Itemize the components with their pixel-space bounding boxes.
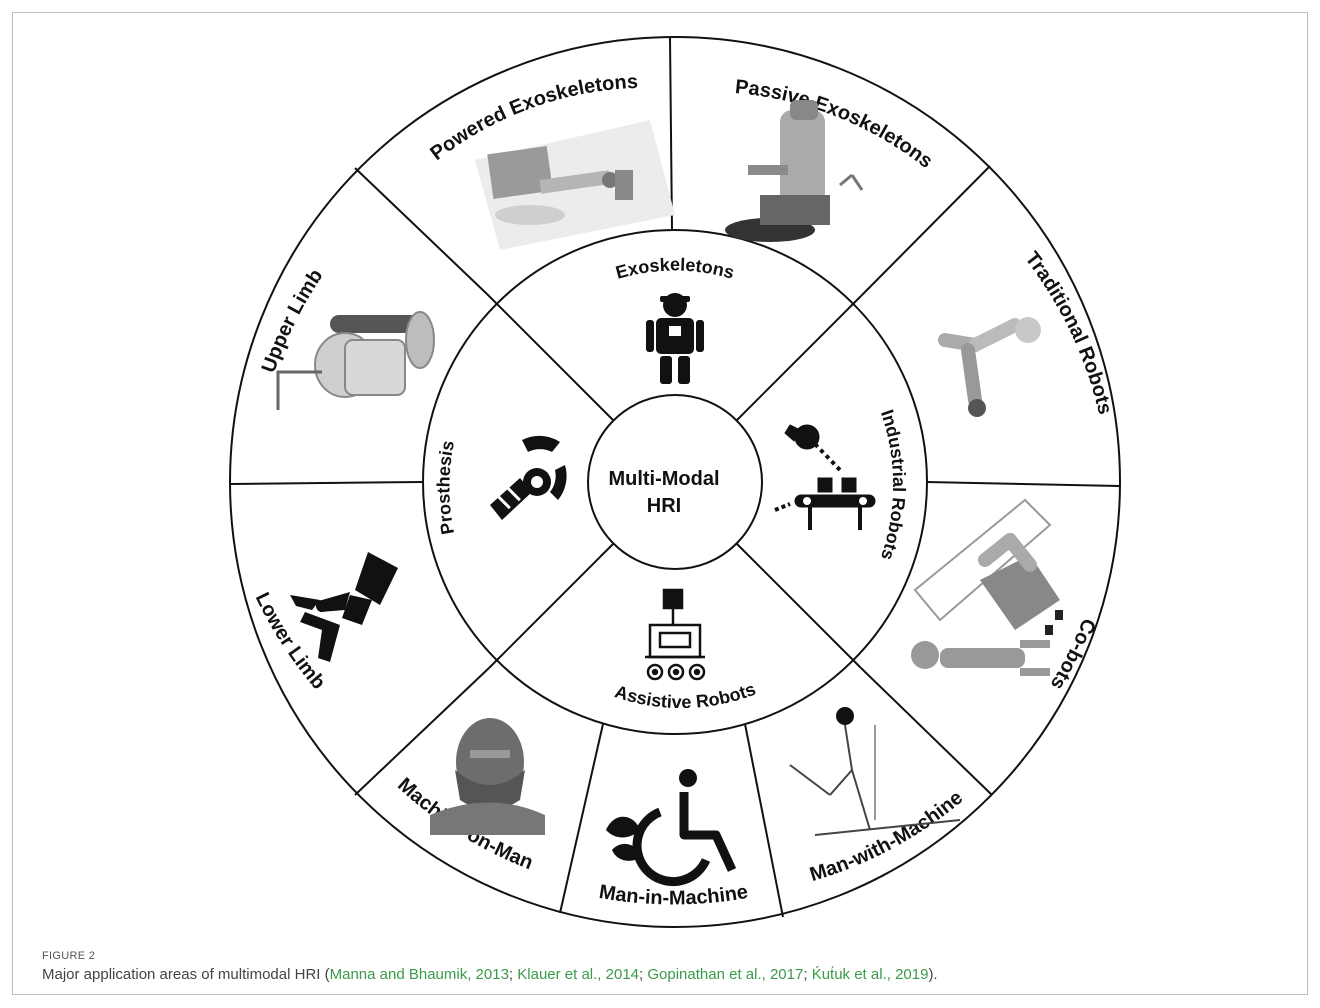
upper-limb-device-image (276, 311, 435, 410)
lower-limb-prosthesis-icon (290, 552, 398, 662)
figure-number: FIGURE 2 (42, 950, 96, 962)
powered-exoskeleton-image (475, 120, 675, 250)
outer-dividers (229, 37, 1120, 918)
man-with-machine-diagram (789, 707, 961, 836)
outer-ring-circle (229, 36, 1121, 928)
hri-diagram: Multi-Modal HRI Exoskeletons Industrial … (229, 36, 1121, 928)
wheelchair-icon (606, 769, 737, 886)
center-circle (587, 394, 763, 570)
citation-separator: ; (639, 966, 648, 983)
caption-suffix: ). (928, 966, 938, 983)
label-industrial-robots: Industrial Robots (877, 407, 909, 563)
label-passive-exoskeletons: Passive Exoskeletons (734, 76, 937, 173)
citation-separator: ; (508, 966, 518, 983)
cobot-image (911, 498, 1063, 676)
label-exoskeletons: Exoskeletons (614, 255, 737, 283)
citation-link[interactable]: Ḱut́uk et al., 2019 (811, 966, 929, 983)
citation-separator: ; (803, 966, 812, 983)
caption-text: Major application areas of multimodal HR… (42, 966, 1282, 983)
machine-on-man-image (430, 718, 545, 835)
label-assistive-robots: Assistive Robots (612, 679, 758, 712)
figure-caption: FIGURE 2 Major application areas of mult… (42, 950, 1282, 983)
caption-prefix: Major application areas of multimodal HR… (42, 966, 330, 983)
industrial-robot-icon (774, 424, 876, 530)
assistive-robot-rover-icon (645, 588, 706, 681)
traditional-robot-arm-image (938, 317, 1041, 417)
exoskeleton-figure-icon (646, 293, 704, 384)
prosthesis-arm-icon (490, 435, 567, 520)
label-prosthesis: Prosthesis (433, 439, 458, 536)
passive-exoskeleton-image (725, 100, 864, 242)
center-label-line1: Multi-Modal (608, 468, 719, 490)
citation-link[interactable]: Klauer et al., 2014 (517, 966, 640, 983)
inner-dividers (486, 293, 862, 669)
center-label-line2: HRI (647, 495, 681, 517)
citation-link[interactable]: Gopinathan et al., 2017 (647, 966, 804, 983)
citation-link[interactable]: Manna and Bhaumik, 2013 (329, 966, 509, 983)
